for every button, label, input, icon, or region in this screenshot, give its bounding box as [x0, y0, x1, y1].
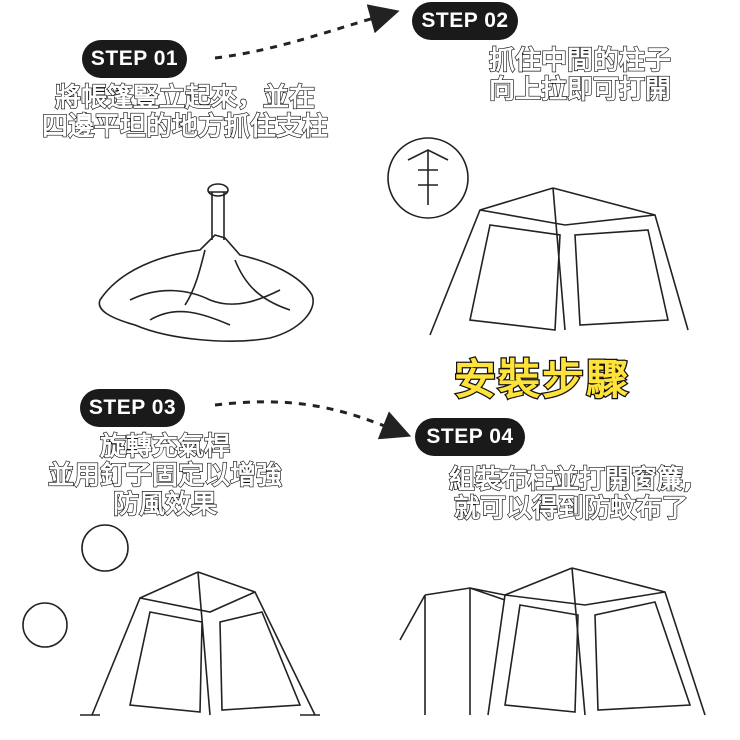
step03-line-2: 並用釘子固定以增強: [47, 461, 282, 491]
arrow-step1-to-step2: [214, 4, 400, 60]
step01-line-2: 四邊平坦的地方抓住支柱: [41, 112, 328, 142]
step02-badge: STEP 02: [412, 2, 518, 40]
step03-caption: 旋轉充氣桿 並用釘子固定以增強 防風效果: [20, 432, 310, 520]
step03-badge: STEP 03: [80, 389, 185, 427]
step01-line-1: 將帳篷豎立起來，並在: [54, 83, 315, 113]
step04-line-2: 就可以得到防蚊布了: [453, 494, 688, 524]
step03-line-1: 旋轉充氣桿: [99, 432, 230, 462]
page-title: 安裝步驟: [453, 354, 630, 406]
arrow-step3-to-step4: [214, 400, 412, 440]
step02-line-1: 抓住中間的柱子: [488, 46, 671, 76]
tent-step3-illustration: [22, 524, 320, 716]
step03-line-3: 防風效果: [112, 490, 217, 520]
step04-caption: 組裝布柱並打開窗簾, 就可以得到防蚊布了: [416, 465, 726, 524]
tent-step4-illustration: [399, 567, 706, 716]
step04-line-1: 組裝布柱並打開窗簾,: [448, 465, 693, 495]
collapsed-tent-illustration: [98, 183, 314, 342]
step04-badge: STEP 04: [415, 418, 525, 456]
step01-badge: STEP 01: [82, 40, 187, 78]
step01-caption: 將帳篷豎立起來，並在 四邊平坦的地方抓住支柱: [20, 83, 350, 142]
step02-line-2: 向上拉即可打開: [488, 75, 671, 105]
tent-step2-illustration: [387, 137, 689, 336]
step02-caption: 抓住中間的柱子 向上拉即可打開: [460, 46, 700, 105]
